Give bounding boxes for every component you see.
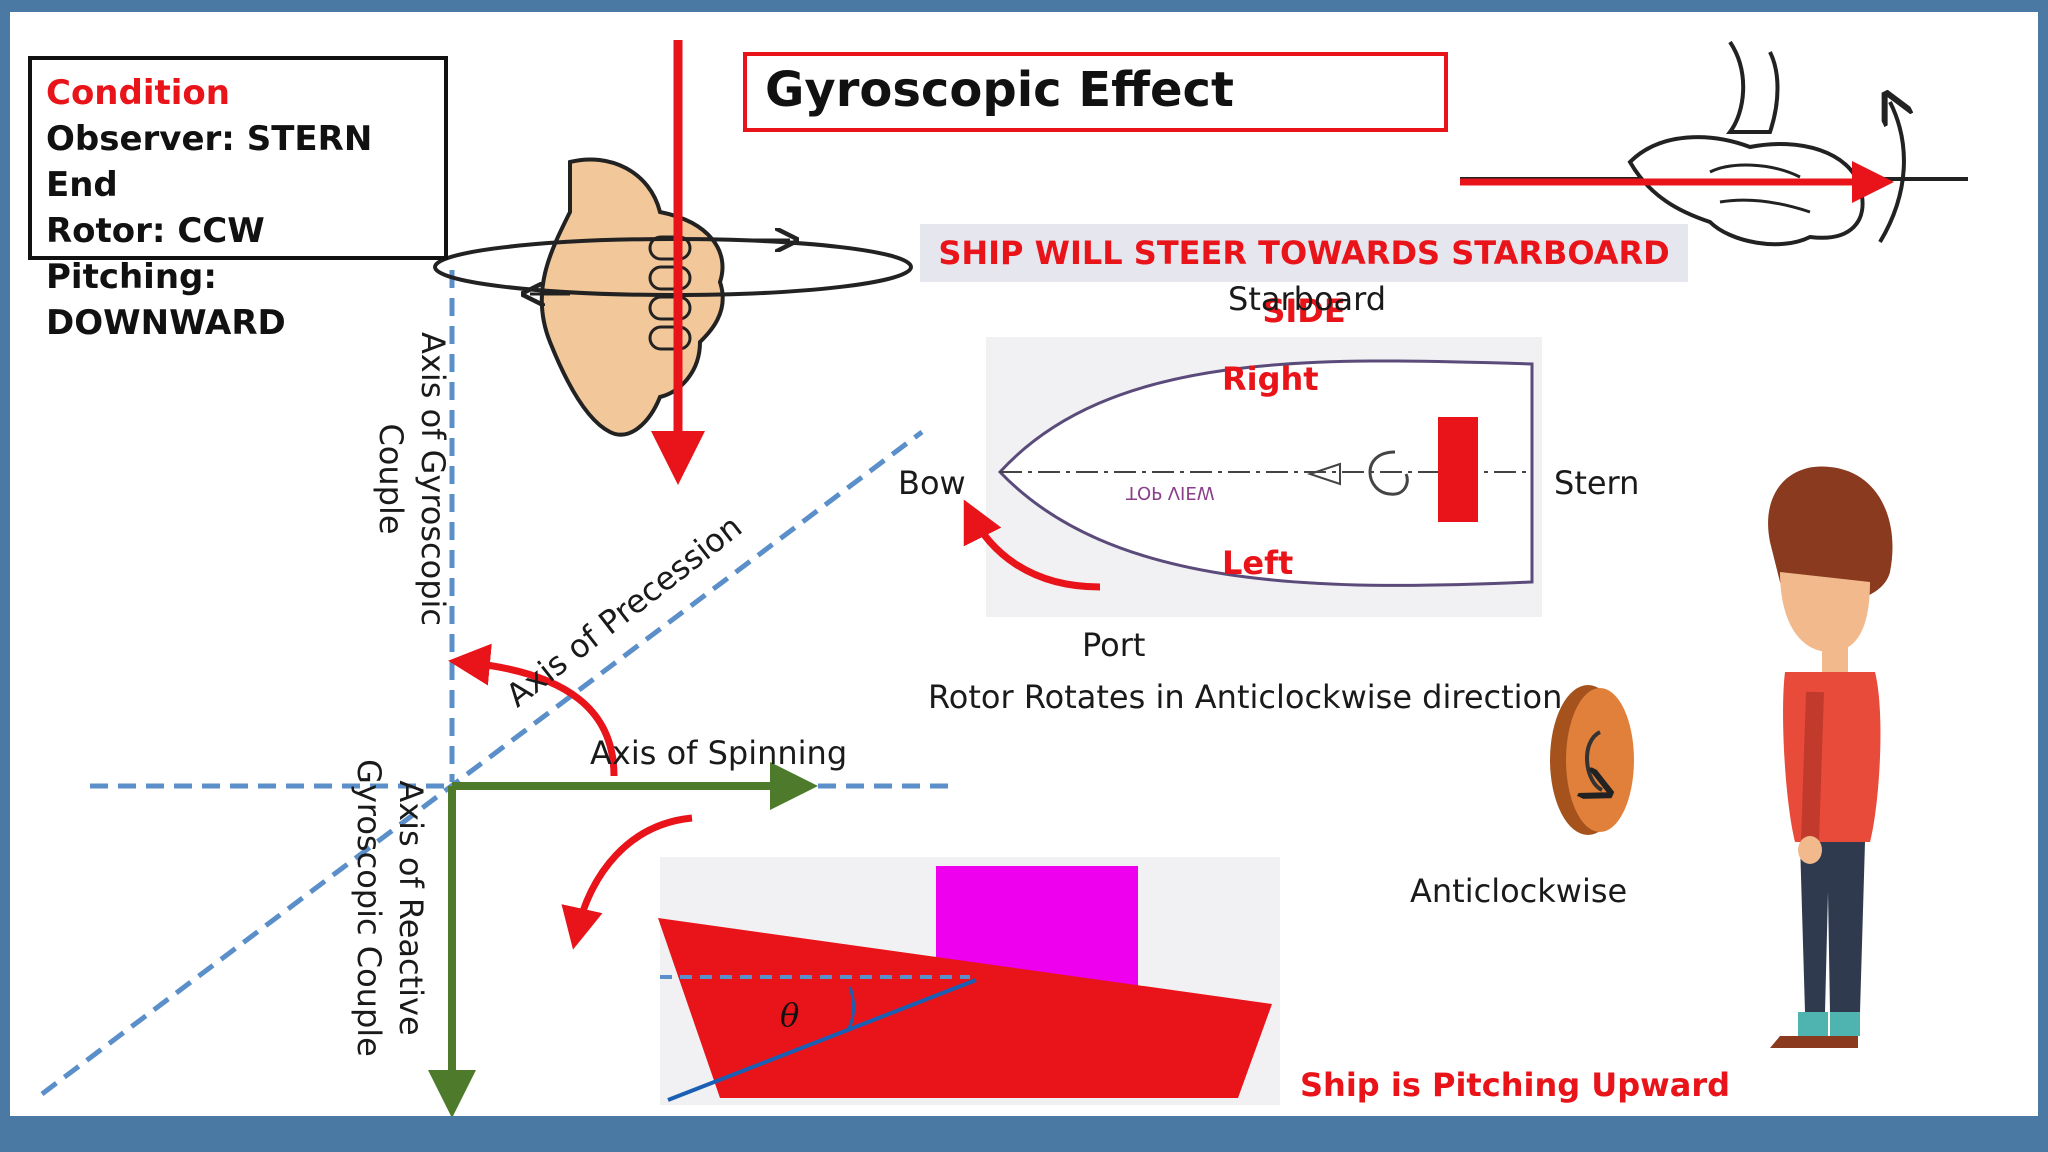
rotor-top-view (1438, 417, 1478, 522)
label-left: Left (1222, 544, 1294, 582)
ship-outline-top-view (997, 359, 1534, 587)
theta-symbol: θ (780, 996, 800, 1034)
rotor-ccw-symbol (1368, 450, 1409, 496)
centerline-arrowhead (1306, 462, 1341, 486)
curl-arrow (1878, 102, 1904, 244)
rotor-note: Rotor Rotates in Anticlockwise direction (928, 678, 1563, 716)
page-title: Gyroscopic Effect (743, 52, 1448, 132)
label-right: Right (1222, 360, 1319, 398)
hand-thumb-down-icon (539, 157, 725, 437)
precession-curve-arrow (448, 643, 618, 777)
theta-arc (846, 986, 855, 1031)
label-stern: Stern (1554, 464, 1640, 502)
label-top-view-mirrored: TOP VIEW (1126, 482, 1215, 503)
axis-label-gyroscopic-couple: Axis of Gyroscopic Couple (372, 332, 452, 626)
condition-rotor: Rotor: CCW (46, 211, 265, 251)
pitching-note: Ship is Pitching Upward (1300, 1066, 1730, 1104)
label-bow: Bow (898, 464, 966, 502)
bow-steer-curve-arrow (963, 499, 1101, 591)
label-port: Port (1082, 626, 1146, 664)
condition-box: Condition Observer: STERN End Rotor: CCW… (28, 56, 448, 343)
label-starboard: Starboard (1228, 280, 1387, 318)
ship-hull-side (658, 918, 1272, 1098)
axis-precession-line (40, 430, 924, 1096)
axis-label-reactive-couple: Axis of Reactive Gyroscopic Couple (350, 759, 430, 1057)
pitch-curve-arrow (561, 814, 693, 950)
pitch-tilt-line (667, 978, 977, 1102)
rotor-disk-icon (1550, 685, 1634, 835)
bottom-frame-bar (0, 1116, 2048, 1152)
steer-banner: SHIP WILL STEER TOWARDS STARBOARD SIDE (920, 224, 1688, 330)
diagram-canvas (40, 40, 1968, 1116)
condition-observer: Observer: STERN End (46, 119, 373, 205)
condition-heading: Condition (46, 73, 230, 113)
axis-label-spinning: Axis of Spinning (590, 734, 848, 772)
label-anticlockwise: Anticlockwise (1410, 872, 1628, 910)
observer-person-icon (1768, 466, 1893, 1048)
fist-icon (1627, 40, 1865, 247)
condition-pitching: Pitching: DOWNWARD (46, 257, 286, 343)
slide: Condition Observer: STERN End Rotor: CCW… (10, 12, 2038, 1116)
rotation-ellipse (433, 237, 913, 297)
